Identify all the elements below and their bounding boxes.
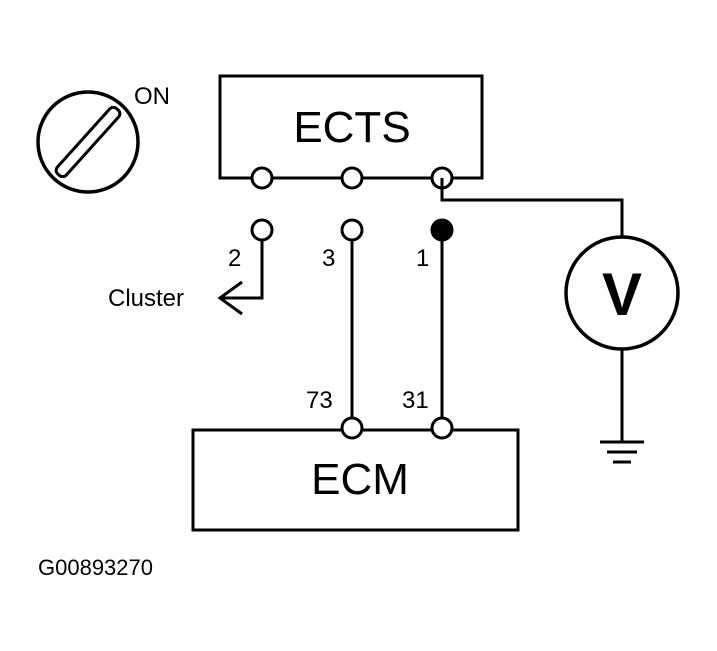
harness-pin-3 [340, 218, 364, 242]
ects-label: ECTS [293, 103, 410, 152]
ects-pin-2-top [250, 166, 274, 190]
ecm-pin-31-label: 31 [402, 387, 429, 414]
ects-pin-3-top [340, 166, 364, 190]
ecm-pin-73 [340, 416, 364, 440]
cluster-arrow-icon [217, 280, 243, 316]
ignition-switch-icon [36, 90, 140, 194]
pin-3-label: 3 [322, 245, 335, 272]
voltmeter-label: V [602, 261, 642, 328]
ecm-pin-31 [430, 416, 454, 440]
pin-1-label: 1 [416, 245, 429, 272]
harness-pin-2 [250, 218, 274, 242]
ecm-pin-73-label: 73 [306, 387, 333, 414]
figure-id: G00893270 [38, 555, 153, 580]
pin-2-label: 2 [228, 245, 241, 272]
cluster-wire [222, 240, 264, 300]
harness-pin-1-probe [430, 218, 454, 242]
cluster-label: Cluster [108, 285, 184, 312]
voltmeter-lead [440, 178, 624, 238]
ecm-label: ECM [311, 455, 409, 504]
ground-icon [600, 440, 644, 464]
ignition-on-label: ON [134, 83, 170, 110]
